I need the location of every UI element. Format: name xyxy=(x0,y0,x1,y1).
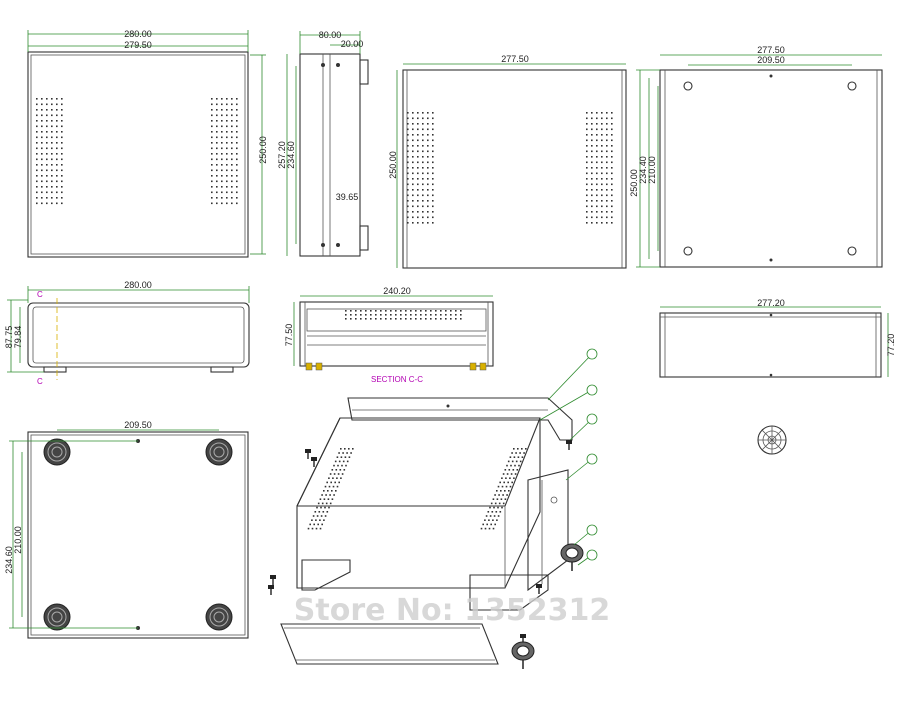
store-watermark: Store No: 1352312 xyxy=(294,593,610,628)
dim-front-height: 250.00 xyxy=(258,136,268,164)
dim-bottom-inner-1: 234.40 xyxy=(638,156,648,184)
dim-rear-width: 277.20 xyxy=(757,298,785,308)
part-callout xyxy=(539,384,598,421)
part-callout xyxy=(577,549,598,566)
part-callout xyxy=(565,453,598,481)
dim-back-width: 277.50 xyxy=(501,54,529,64)
screw xyxy=(268,585,274,595)
side-view: 80.00 20.00 257.20 234.60 39.65 xyxy=(277,30,369,257)
back-view: 277.50 250.00 xyxy=(388,54,627,269)
dim-panel-height-inner: 79.84 xyxy=(13,326,23,349)
dim-side-height-inner: 234.60 xyxy=(286,141,296,169)
vent-pattern-right xyxy=(586,112,613,224)
dim-section-width: 240.20 xyxy=(383,286,411,296)
exploded-view xyxy=(268,348,598,669)
dim-side-gap: 39.65 xyxy=(336,192,359,202)
dim-base-height-2: 210.00 xyxy=(13,526,23,554)
vent-pattern xyxy=(307,448,354,530)
dim-base-hole-spacing: 209.50 xyxy=(124,420,152,430)
section-marker-bottom: C xyxy=(37,377,43,386)
dim-panel-height-outer: 87.75 xyxy=(4,326,14,349)
foot xyxy=(43,603,71,631)
screw xyxy=(270,575,276,585)
vent-pattern-left xyxy=(407,112,434,224)
dim-bottom-hole-spacing: 209.50 xyxy=(757,55,785,65)
base-view: 209.50 234.60 210.00 xyxy=(4,420,249,639)
dim-bottom-height: 250.00 xyxy=(629,169,639,197)
part-callout xyxy=(569,413,598,441)
dim-side-depth: 80.00 xyxy=(319,30,342,40)
section-label: SECTION C-C xyxy=(371,375,423,384)
dim-back-height: 250.00 xyxy=(388,151,398,179)
dim-side-flange: 20.00 xyxy=(341,39,364,49)
rear-panel-view: 277.20 77.20 xyxy=(659,298,896,378)
dim-panel-width: 280.00 xyxy=(124,280,152,290)
front-panel-view: 280.00 87.75 79.84 C C xyxy=(4,280,250,386)
foot xyxy=(511,641,535,669)
dim-bottom-width: 277.50 xyxy=(757,45,785,55)
dim-base-height-1: 234.60 xyxy=(4,546,14,574)
screw xyxy=(536,584,542,594)
screw xyxy=(566,440,572,450)
dim-front-width-outer: 280.00 xyxy=(124,29,152,39)
section-marker-top: C xyxy=(37,290,43,299)
dim-front-width-inner: 279.50 xyxy=(124,40,152,50)
front-view: 280.00 279.50 250.00 xyxy=(27,29,268,258)
screw xyxy=(311,457,317,467)
vent-pattern xyxy=(345,310,462,320)
part-callout xyxy=(547,348,598,401)
foot xyxy=(205,603,233,631)
part-callout xyxy=(573,524,598,546)
screw xyxy=(305,449,311,459)
vent-pattern-left xyxy=(36,98,63,205)
dim-side-height-outer: 257.20 xyxy=(277,141,287,169)
foot xyxy=(205,438,233,466)
dim-section-height: 77.50 xyxy=(284,324,294,347)
section-view: 240.20 77.50 SECTION C-C xyxy=(284,286,494,384)
foot xyxy=(43,438,71,466)
foot xyxy=(560,543,584,571)
vent-pattern xyxy=(480,448,527,530)
bottom-view: 277.50 209.50 250.00 234.40 210.00 xyxy=(629,45,883,268)
vent-pattern-right xyxy=(211,98,238,205)
dim-rear-height: 77.20 xyxy=(886,334,896,357)
dim-bottom-inner-2: 210.00 xyxy=(647,156,657,184)
foot-detail xyxy=(757,425,787,455)
